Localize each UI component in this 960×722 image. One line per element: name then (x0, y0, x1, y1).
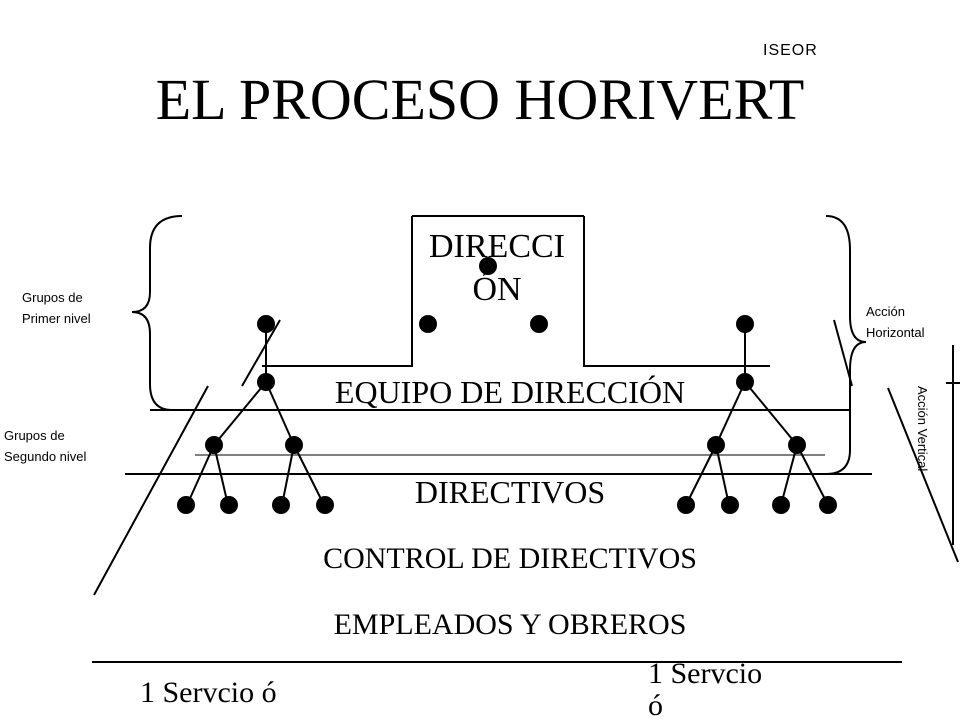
tree-right-node (707, 436, 725, 454)
tree-left-node (316, 496, 334, 514)
service-right-line1: 1 Servcio (648, 657, 763, 690)
direccion-node (530, 315, 548, 333)
service-right-label: 1 Servcio ó (648, 658, 762, 722)
grupos-segundo-line1: Grupos de (4, 428, 65, 443)
page-title: EL PROCESO HORIVERT (155, 67, 805, 132)
right-diagonal (833, 319, 853, 387)
direccion-box (262, 216, 413, 367)
accion-horizontal-label: Acción Horizontal (866, 301, 925, 343)
service-left-label: 1 Servcio ó (140, 676, 277, 709)
tree-right-link (744, 381, 798, 446)
left-brace (131, 215, 183, 411)
tree-left-node (257, 315, 275, 333)
left-diagonal-primer (241, 319, 281, 387)
equipo-direccion-label: EQUIPO DE DIRECCIÓN (334, 374, 686, 410)
direccion-node (419, 315, 437, 333)
tree-left-node (272, 496, 290, 514)
tree-right-link (715, 381, 746, 446)
tree-left-node (285, 436, 303, 454)
tree-right-link (685, 444, 717, 506)
tree-right-node (819, 496, 837, 514)
tree-right-node (772, 496, 790, 514)
grupos-segundo-line2: Segundo nivel (4, 449, 87, 464)
left-diagonal-long (93, 385, 209, 596)
tree-left-link (213, 444, 229, 506)
direccion-label-line1: DIRECCI (429, 228, 565, 265)
grupos-primer-line2: Primer nivel (22, 311, 91, 326)
tree-left-node (220, 496, 238, 514)
accion-vertical-label: Acción Vertical (915, 386, 930, 472)
tree-left-node (177, 496, 195, 514)
tree-left-node (257, 373, 275, 391)
control-directivos-label: CONTROL DE DIRECTIVOS (323, 542, 697, 575)
tree-right-node (677, 496, 695, 514)
service-right-line2: ó (648, 689, 663, 722)
directivos-label: DIRECTIVOS (414, 474, 606, 510)
right-diagonal-long (887, 387, 959, 563)
tree-right-link (796, 444, 829, 506)
tree-right-node (736, 315, 754, 333)
tree-left-link (265, 381, 295, 446)
direccion-node (479, 257, 497, 275)
direccion-box-right (583, 216, 770, 367)
tree-left-node (205, 436, 223, 454)
tree-right-link (780, 444, 798, 506)
tree-right-node (736, 373, 754, 391)
grupos-segundo-nivel-label: Grupos de Segundo nivel (4, 425, 86, 467)
empleados-obreros-label: EMPLEADOS Y OBREROS (333, 608, 687, 641)
accion-horizontal-line1: Acción (866, 304, 906, 319)
tree-right-node (788, 436, 806, 454)
tree-left-link (213, 381, 267, 446)
accion-horizontal-line2: Horizontal (866, 325, 925, 340)
grupos-primer-nivel-label: Grupos de Primer nivel (22, 287, 91, 329)
brand-label: ISEOR (763, 42, 818, 59)
tree-left-link (293, 444, 325, 506)
direccion-label-line2: ÓN (472, 271, 522, 308)
tree-left-link (186, 444, 215, 506)
grupos-primer-line1: Grupos de (22, 290, 83, 305)
tree-right-node (721, 496, 739, 514)
tree-right-link (715, 444, 730, 506)
tree-left-link (281, 444, 295, 506)
right-brace (825, 215, 867, 475)
